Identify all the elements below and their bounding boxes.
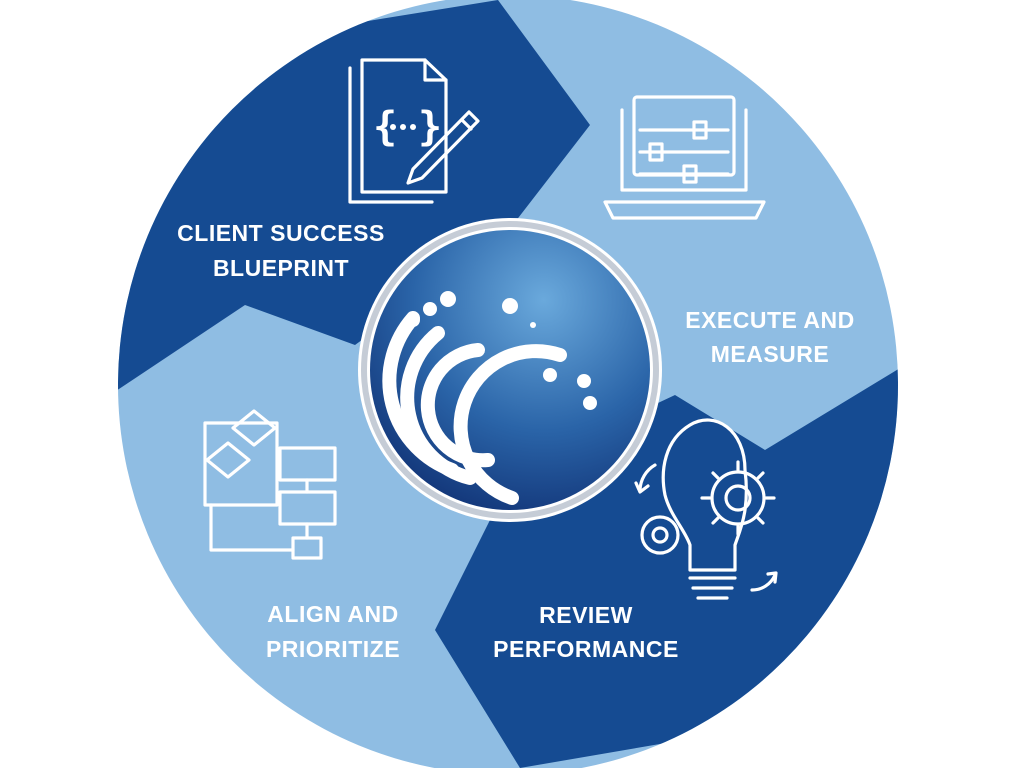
laptop-sliders-icon (603, 95, 766, 220)
align-label-line1: ALIGN AND (267, 601, 398, 627)
company-logo-arcs-icon (358, 218, 662, 522)
lightbulb-gears-icon (634, 418, 778, 600)
execute-label-line2: MEASURE (711, 341, 830, 367)
align-label-line2: PRIORITIZE (266, 636, 400, 662)
execute-label-line1: EXECUTE AND (685, 307, 855, 333)
blueprint-label-line1: CLIENT SUCCESS (177, 220, 385, 246)
review-label-line2: PERFORMANCE (493, 636, 679, 662)
flowchart-icon (203, 409, 337, 560)
blueprint-label-line2: BLUEPRINT (213, 255, 349, 281)
logo-ring (361, 221, 659, 519)
document-code-pencil-icon: { } (348, 58, 480, 204)
review-label-line1: REVIEW (539, 602, 633, 628)
